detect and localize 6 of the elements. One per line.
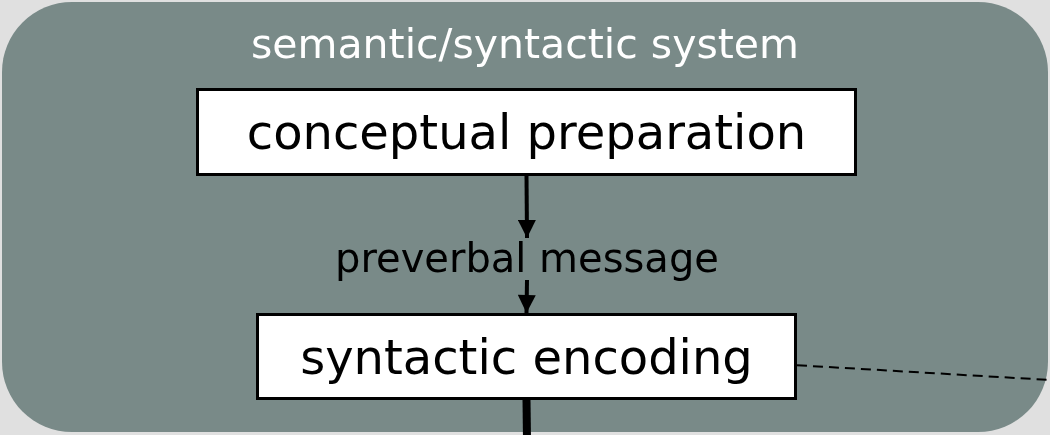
process-box [256,313,797,400]
process-box [196,88,857,176]
panel-title: semantic/syntactic system [249,24,801,65]
arrow [517,176,536,238]
message-label: preverbal message [335,238,719,280]
arrow [517,279,536,314]
